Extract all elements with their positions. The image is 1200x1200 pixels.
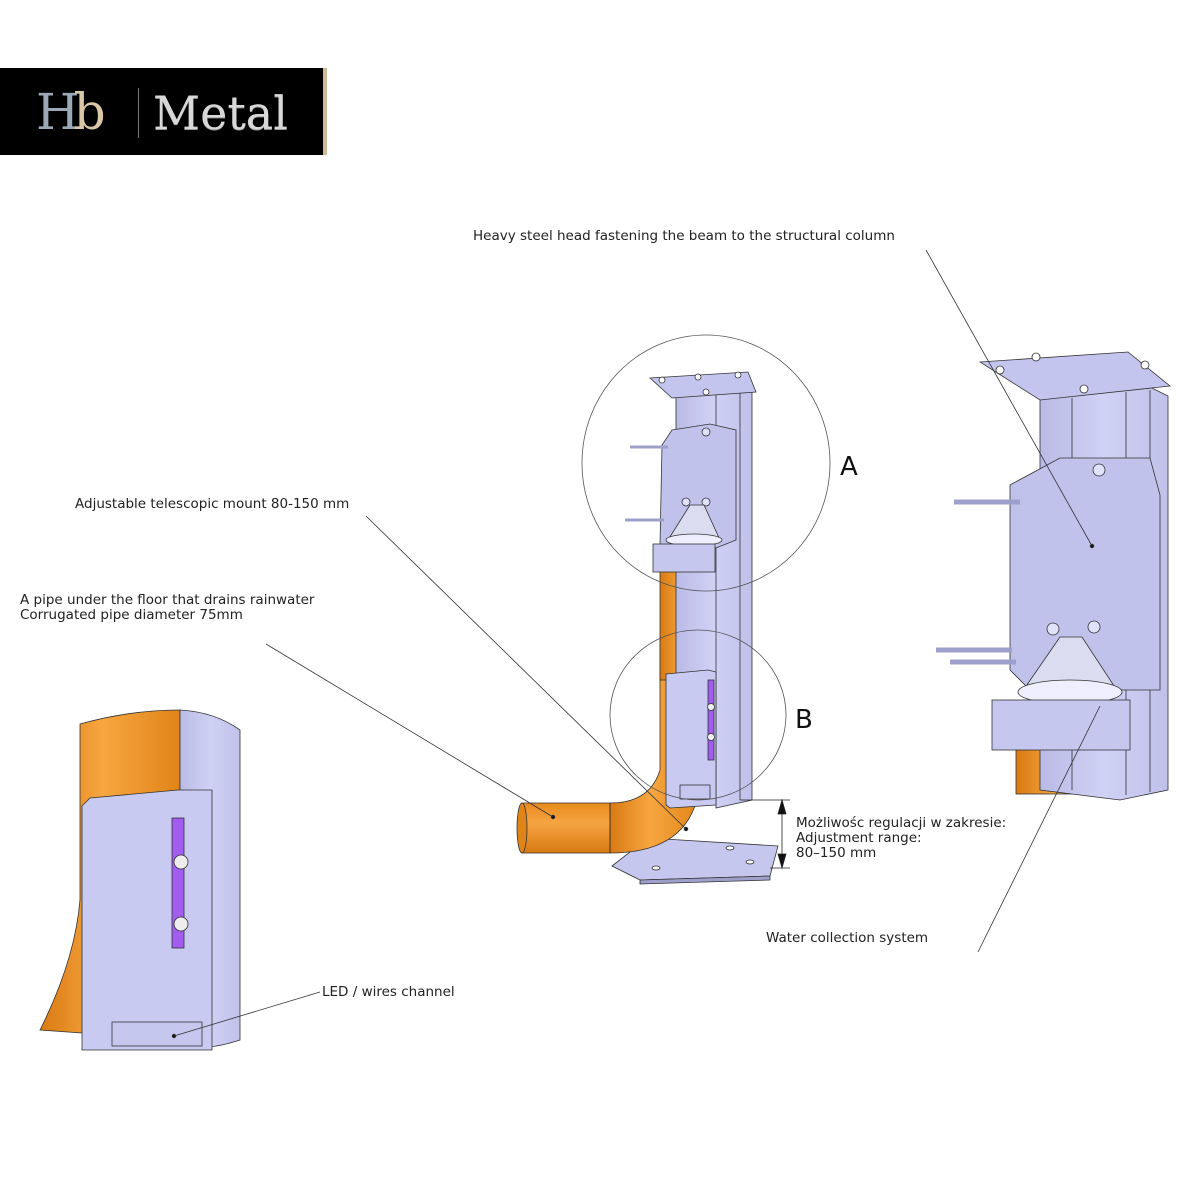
- detail-marker-b: B: [795, 705, 813, 735]
- detail-b-channel-box: [111, 1021, 203, 1047]
- head-bracket: [659, 423, 737, 549]
- leader-telescopic-mount: [365, 515, 687, 830]
- callout-adjustment-line2: Adjustment range:: [796, 830, 922, 846]
- logo-divider: [138, 88, 139, 138]
- drain-pipe-horizontal: [521, 802, 611, 854]
- brand-wordmark: Metal: [153, 86, 288, 140]
- leader-led-channel: [173, 991, 321, 1037]
- leader-water-collection: [977, 705, 1101, 953]
- detail-view-b: [39, 709, 241, 1051]
- leader-drain-pipe: [265, 643, 554, 818]
- callout-adjustment-line3: 80–150 mm: [796, 845, 877, 861]
- callout-steel-head: Heavy steel head fastening the beam to t…: [473, 228, 895, 244]
- detail-circle-a: [581, 334, 831, 592]
- detail-a-collection-box: [991, 699, 1131, 751]
- brand-logo: Hb Metal: [0, 68, 327, 155]
- callout-adjustment-line1: Możliwośc regulacji w zakresie:: [796, 815, 1007, 831]
- callout-drain-pipe-line2: Corrugated pipe diameter 75mm: [20, 607, 243, 623]
- callout-telescopic-mount: Adjustable telescopic mount 80-150 mm: [75, 496, 350, 512]
- callout-led-channel: LED / wires channel: [322, 984, 455, 1000]
- detail-a-top-plate: [978, 351, 1171, 401]
- detail-b-slide-plate: [81, 789, 213, 1051]
- top-plate: [649, 371, 757, 399]
- telescopic-slide: [665, 669, 717, 809]
- callout-drain-pipe-line1: A pipe under the floor that drains rainw…: [20, 592, 315, 608]
- leader-steel-head: [925, 249, 1093, 547]
- detail-circle-b: [609, 629, 787, 801]
- callout-water-collection: Water collection system: [766, 930, 929, 946]
- detail-marker-a: A: [840, 452, 858, 482]
- logo-edge-accent: [323, 68, 327, 155]
- main-assembly: [516, 371, 779, 885]
- leader-lines: [173, 249, 1101, 1037]
- collection-box: [652, 543, 716, 573]
- detail-b-led-strip: [171, 817, 185, 949]
- detail-view-a: [936, 351, 1171, 801]
- dimension-marker: [740, 798, 790, 870]
